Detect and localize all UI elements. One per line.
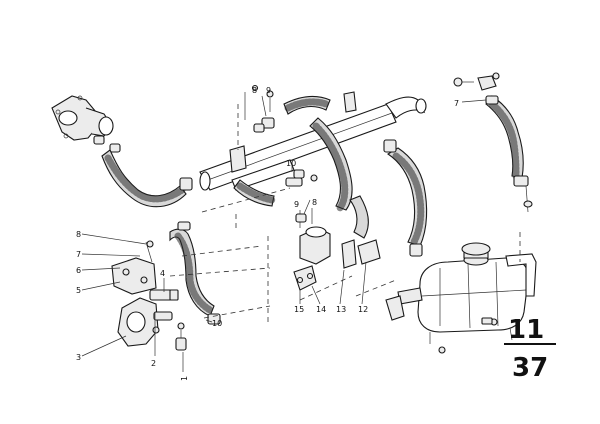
callout-9-center: 9 bbox=[294, 200, 299, 209]
callout-15: 15 bbox=[294, 305, 304, 314]
callout-10-center: 10 bbox=[286, 159, 296, 168]
radiator-hose-left bbox=[101, 149, 193, 208]
thermostat-housing bbox=[51, 95, 114, 141]
callout-1: 1 bbox=[180, 376, 189, 381]
callout-14: 14 bbox=[316, 305, 326, 314]
callout-9-top: 9 bbox=[266, 86, 271, 95]
callout-3: 3 bbox=[76, 353, 81, 362]
callout-6: 6 bbox=[76, 266, 81, 275]
group-number: 11 bbox=[508, 315, 544, 345]
page-number: 37 bbox=[512, 353, 548, 383]
hose-radiator-right bbox=[383, 139, 428, 257]
callout-10-right: 10 bbox=[212, 319, 222, 328]
water-valve-assembly bbox=[111, 240, 187, 351]
hose-clamp-left bbox=[93, 135, 121, 153]
leader-lines bbox=[81, 95, 487, 372]
callout-8-left: 8 bbox=[76, 230, 81, 239]
callout-8-top: 8 bbox=[252, 86, 257, 95]
heater-hose-right bbox=[453, 72, 533, 213]
hose-valve-upper bbox=[169, 221, 221, 325]
hose-down-center bbox=[349, 195, 369, 239]
expansion-tank bbox=[385, 242, 537, 354]
page-reference: 11 37 bbox=[504, 315, 556, 383]
callout-7-right: 7 bbox=[454, 99, 459, 108]
callout-5: 5 bbox=[76, 286, 81, 295]
callout-4: 4 bbox=[160, 269, 165, 278]
bypass-hose-center bbox=[283, 95, 353, 212]
callout-8-center: 8 bbox=[312, 198, 317, 207]
callout-2: 2 bbox=[151, 359, 156, 368]
alignment-lines bbox=[169, 104, 521, 324]
callout-12: 12 bbox=[358, 305, 368, 314]
callout-13: 13 bbox=[336, 305, 346, 314]
control-valve-center bbox=[285, 169, 381, 291]
fitting-top-center bbox=[244, 84, 275, 133]
callout-7-left: 7 bbox=[76, 250, 81, 259]
callout-labels: 1 2 3 4 5 6 7 8 7 8 8 9 9 10 10 12 13 14… bbox=[76, 86, 459, 381]
hose-lower-center bbox=[233, 179, 276, 207]
